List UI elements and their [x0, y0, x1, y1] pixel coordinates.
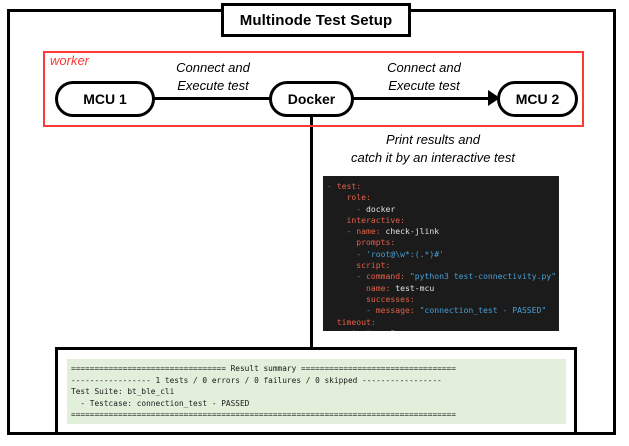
code-token — [327, 294, 366, 304]
code-token: - — [356, 248, 366, 259]
code-line: script: — [327, 260, 555, 271]
code-token: : — [366, 192, 371, 203]
code-line: timeout: — [327, 317, 555, 328]
code-token: - — [356, 203, 366, 214]
code-token: : — [400, 271, 410, 282]
edge-label-docker-results: Print results and catch it by an interac… — [318, 131, 548, 168]
arrow-docker-to-mcu1-line — [146, 97, 272, 100]
code-token — [327, 328, 347, 331]
node-mcu1-label: MCU 1 — [83, 91, 127, 107]
code-token: 'root@\w*:(.*)#' — [366, 248, 444, 259]
code-token: minutes — [347, 328, 381, 331]
code-token: test — [336, 181, 357, 191]
edge-label-docker-results-line2: catch it by an interactive test — [350, 150, 516, 166]
code-token — [327, 260, 356, 270]
code-line: - name: check-jlink — [327, 226, 555, 237]
result-line: Test Suite: bt_ble_cli — [71, 387, 175, 397]
code-line: - test: — [327, 181, 555, 192]
code-token: script — [356, 260, 386, 271]
code-token: : — [356, 181, 362, 191]
code-token: : — [375, 226, 386, 237]
worker-group-label: worker — [50, 53, 90, 68]
code-token: role — [346, 192, 367, 203]
code-token: - — [365, 305, 376, 316]
code-token: 2 — [390, 328, 395, 331]
code-token — [327, 204, 356, 214]
code-line: - message: "connection_test - PASSED" — [327, 305, 555, 316]
worker-group-box — [43, 51, 584, 127]
code-token: : — [381, 328, 391, 331]
code-token: interactive — [346, 214, 401, 225]
code-token: - — [346, 226, 357, 237]
arrow-docker-to-mcu2-line — [352, 97, 498, 100]
code-token: : — [390, 237, 396, 248]
code-token: name — [365, 282, 386, 293]
code-token — [327, 271, 356, 281]
result-summary-terminal: ================================= Result… — [67, 359, 566, 424]
node-mcu2[interactable]: MCU 2 — [497, 81, 578, 117]
code-token: "connection_test - PASSED" — [419, 305, 547, 316]
node-docker-label: Docker — [287, 91, 336, 107]
result-line: - Testcase: connection_test - PASSED — [71, 398, 250, 408]
code-token: : — [409, 305, 420, 316]
node-mcu2-label: MCU 2 — [515, 91, 560, 107]
code-line: - 'root@\w*:(.*)#' — [327, 249, 555, 260]
code-token: docker — [366, 203, 396, 214]
code-token: message — [375, 305, 410, 316]
code-token: - — [327, 181, 337, 191]
code-token: - — [356, 271, 366, 282]
code-token: prompts — [356, 237, 391, 248]
code-token: "python3 test-connectivity.py" — [409, 271, 557, 282]
code-token: : — [400, 214, 405, 225]
code-token — [327, 215, 347, 225]
code-line: interactive: — [327, 215, 555, 226]
code-token: : — [370, 316, 376, 327]
connector-docker-to-results — [310, 117, 313, 349]
edge-label-docker-mcu2: Connect and Execute test — [360, 59, 488, 96]
code-token: successes — [365, 293, 410, 304]
code-line: - command: "python3 test-connectivity.py… — [327, 271, 557, 282]
edge-label-docker-mcu2-line1: Connect and — [387, 60, 461, 75]
code-token — [327, 226, 347, 236]
code-line: prompts: — [327, 237, 555, 248]
edge-label-docker-results-line1: Print results and — [386, 132, 480, 147]
code-token — [327, 237, 356, 247]
code-token: : — [409, 293, 415, 304]
code-token: : — [385, 260, 391, 271]
edge-label-docker-mcu2-line2: Execute test — [388, 78, 460, 94]
code-token: command — [366, 271, 401, 282]
code-token: : — [385, 282, 396, 293]
code-token — [327, 305, 366, 315]
code-token — [327, 249, 356, 259]
edge-label-docker-mcu1: Connect and Execute test — [154, 59, 272, 96]
yaml-code-block: - test: role: - docker interactive: - na… — [323, 176, 559, 331]
title-box: Multinode Test Setup — [221, 3, 411, 37]
page-title: Multinode Test Setup — [239, 11, 393, 29]
code-token — [327, 192, 347, 202]
code-token — [327, 317, 337, 327]
code-line: successes: — [327, 294, 555, 305]
result-line: ================================= Result… — [71, 364, 456, 373]
code-line: name: test-mcu — [327, 283, 555, 294]
code-line: minutes: 2 — [327, 328, 555, 331]
edge-label-docker-mcu1-line2: Execute test — [177, 78, 249, 94]
node-docker[interactable]: Docker — [269, 81, 354, 117]
code-token: timeout — [336, 316, 371, 327]
code-token — [327, 283, 366, 293]
result-line: ----------------- 1 tests / 0 errors / 0… — [71, 375, 442, 385]
edge-label-docker-mcu1-line1: Connect and — [176, 60, 250, 75]
code-token: check-jlink — [385, 226, 440, 237]
code-token: name — [356, 226, 376, 237]
result-line: ========================================… — [71, 410, 456, 420]
result-summary-box: ================================= Result… — [55, 347, 577, 435]
node-mcu1[interactable]: MCU 1 — [55, 81, 155, 117]
code-token: test-mcu — [395, 282, 435, 293]
code-line: role: — [327, 192, 555, 203]
code-line: - docker — [327, 204, 555, 215]
